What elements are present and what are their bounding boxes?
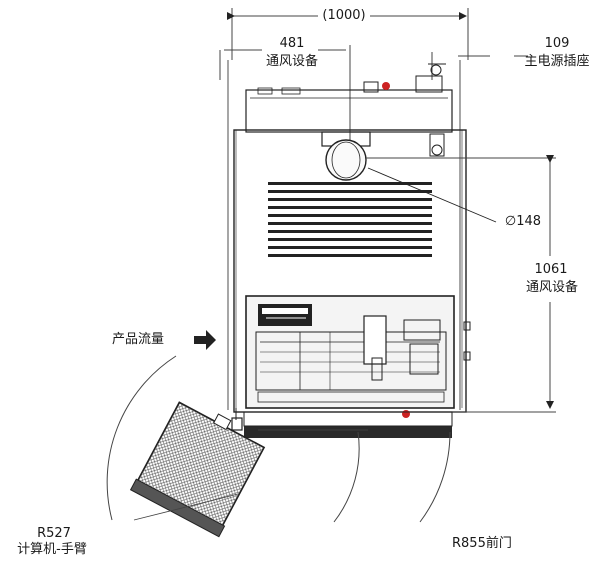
product-flow-arrow: [194, 330, 216, 350]
door-swing-arc-right: [419, 431, 451, 523]
arm-mount: [231, 408, 243, 431]
top-width-label: (1000): [322, 8, 366, 23]
vent-offset-value: 481: [279, 36, 305, 51]
power-offset-dimension: [431, 52, 528, 80]
cabinet-base: [243, 411, 453, 438]
vent-offset-label: 通风设备: [265, 54, 318, 69]
door-radius-label: R855前门: [452, 536, 512, 551]
vent-height-value: 1061: [534, 262, 568, 277]
vent-height-label: 通风设备: [525, 280, 578, 295]
door-swing-arc-left: [333, 431, 360, 523]
arm-swing-arc: [106, 355, 177, 521]
power-offset-value: 109: [544, 36, 570, 51]
machine-window: [245, 295, 471, 418]
vent-height-dimension: [366, 155, 556, 413]
arm-radius-line: [133, 493, 239, 521]
duct-diameter-label: ∅148: [504, 214, 542, 229]
power-offset-label: 主电源插座: [524, 54, 590, 69]
exhaust-duct: [321, 131, 497, 223]
louver-grille: [268, 182, 432, 257]
top-dimension-line: [227, 8, 469, 60]
product-flow-label: 产品流量: [112, 332, 165, 347]
arm-radius-value: R527: [37, 526, 71, 541]
arm-radius-label: 计算机-手臂: [17, 542, 87, 557]
